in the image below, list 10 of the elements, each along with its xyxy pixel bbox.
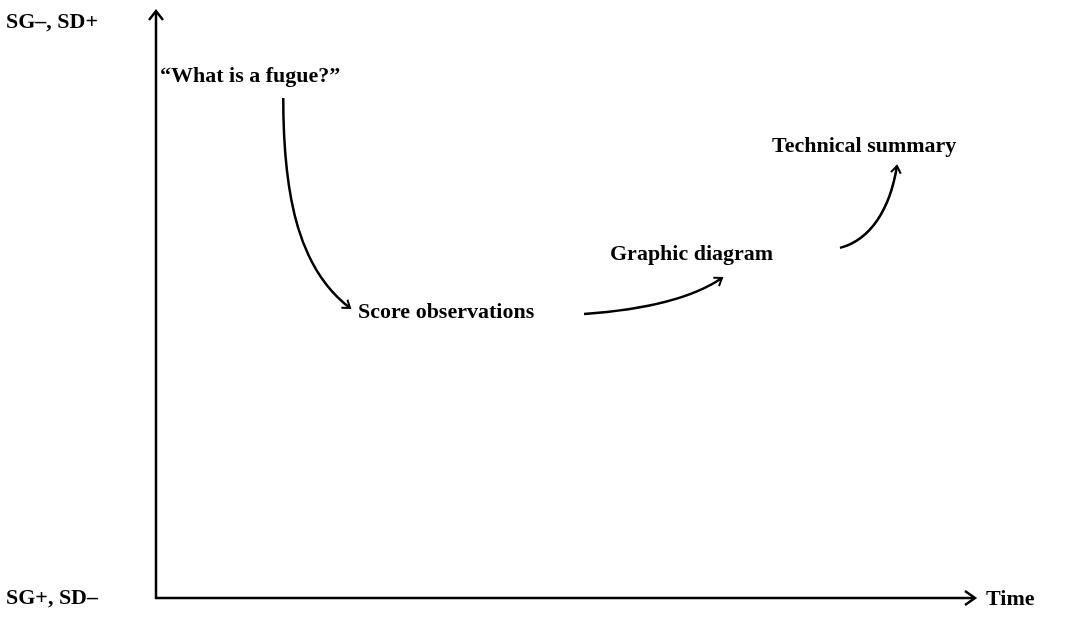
- curved-arrow: [839, 165, 902, 250]
- stage-label: Graphic diagram: [610, 238, 774, 268]
- curved-arrow: [282, 98, 351, 309]
- axis-label: Time: [986, 584, 1035, 612]
- stage-label: “What is a fugue?”: [160, 60, 341, 90]
- curved-arrow: [583, 276, 723, 316]
- stage-label: Score observations: [358, 296, 535, 326]
- axis-label: SG–, SD+: [6, 7, 98, 35]
- stage-label: Technical summary: [772, 130, 957, 160]
- axis-label: SG+, SD–: [6, 583, 98, 611]
